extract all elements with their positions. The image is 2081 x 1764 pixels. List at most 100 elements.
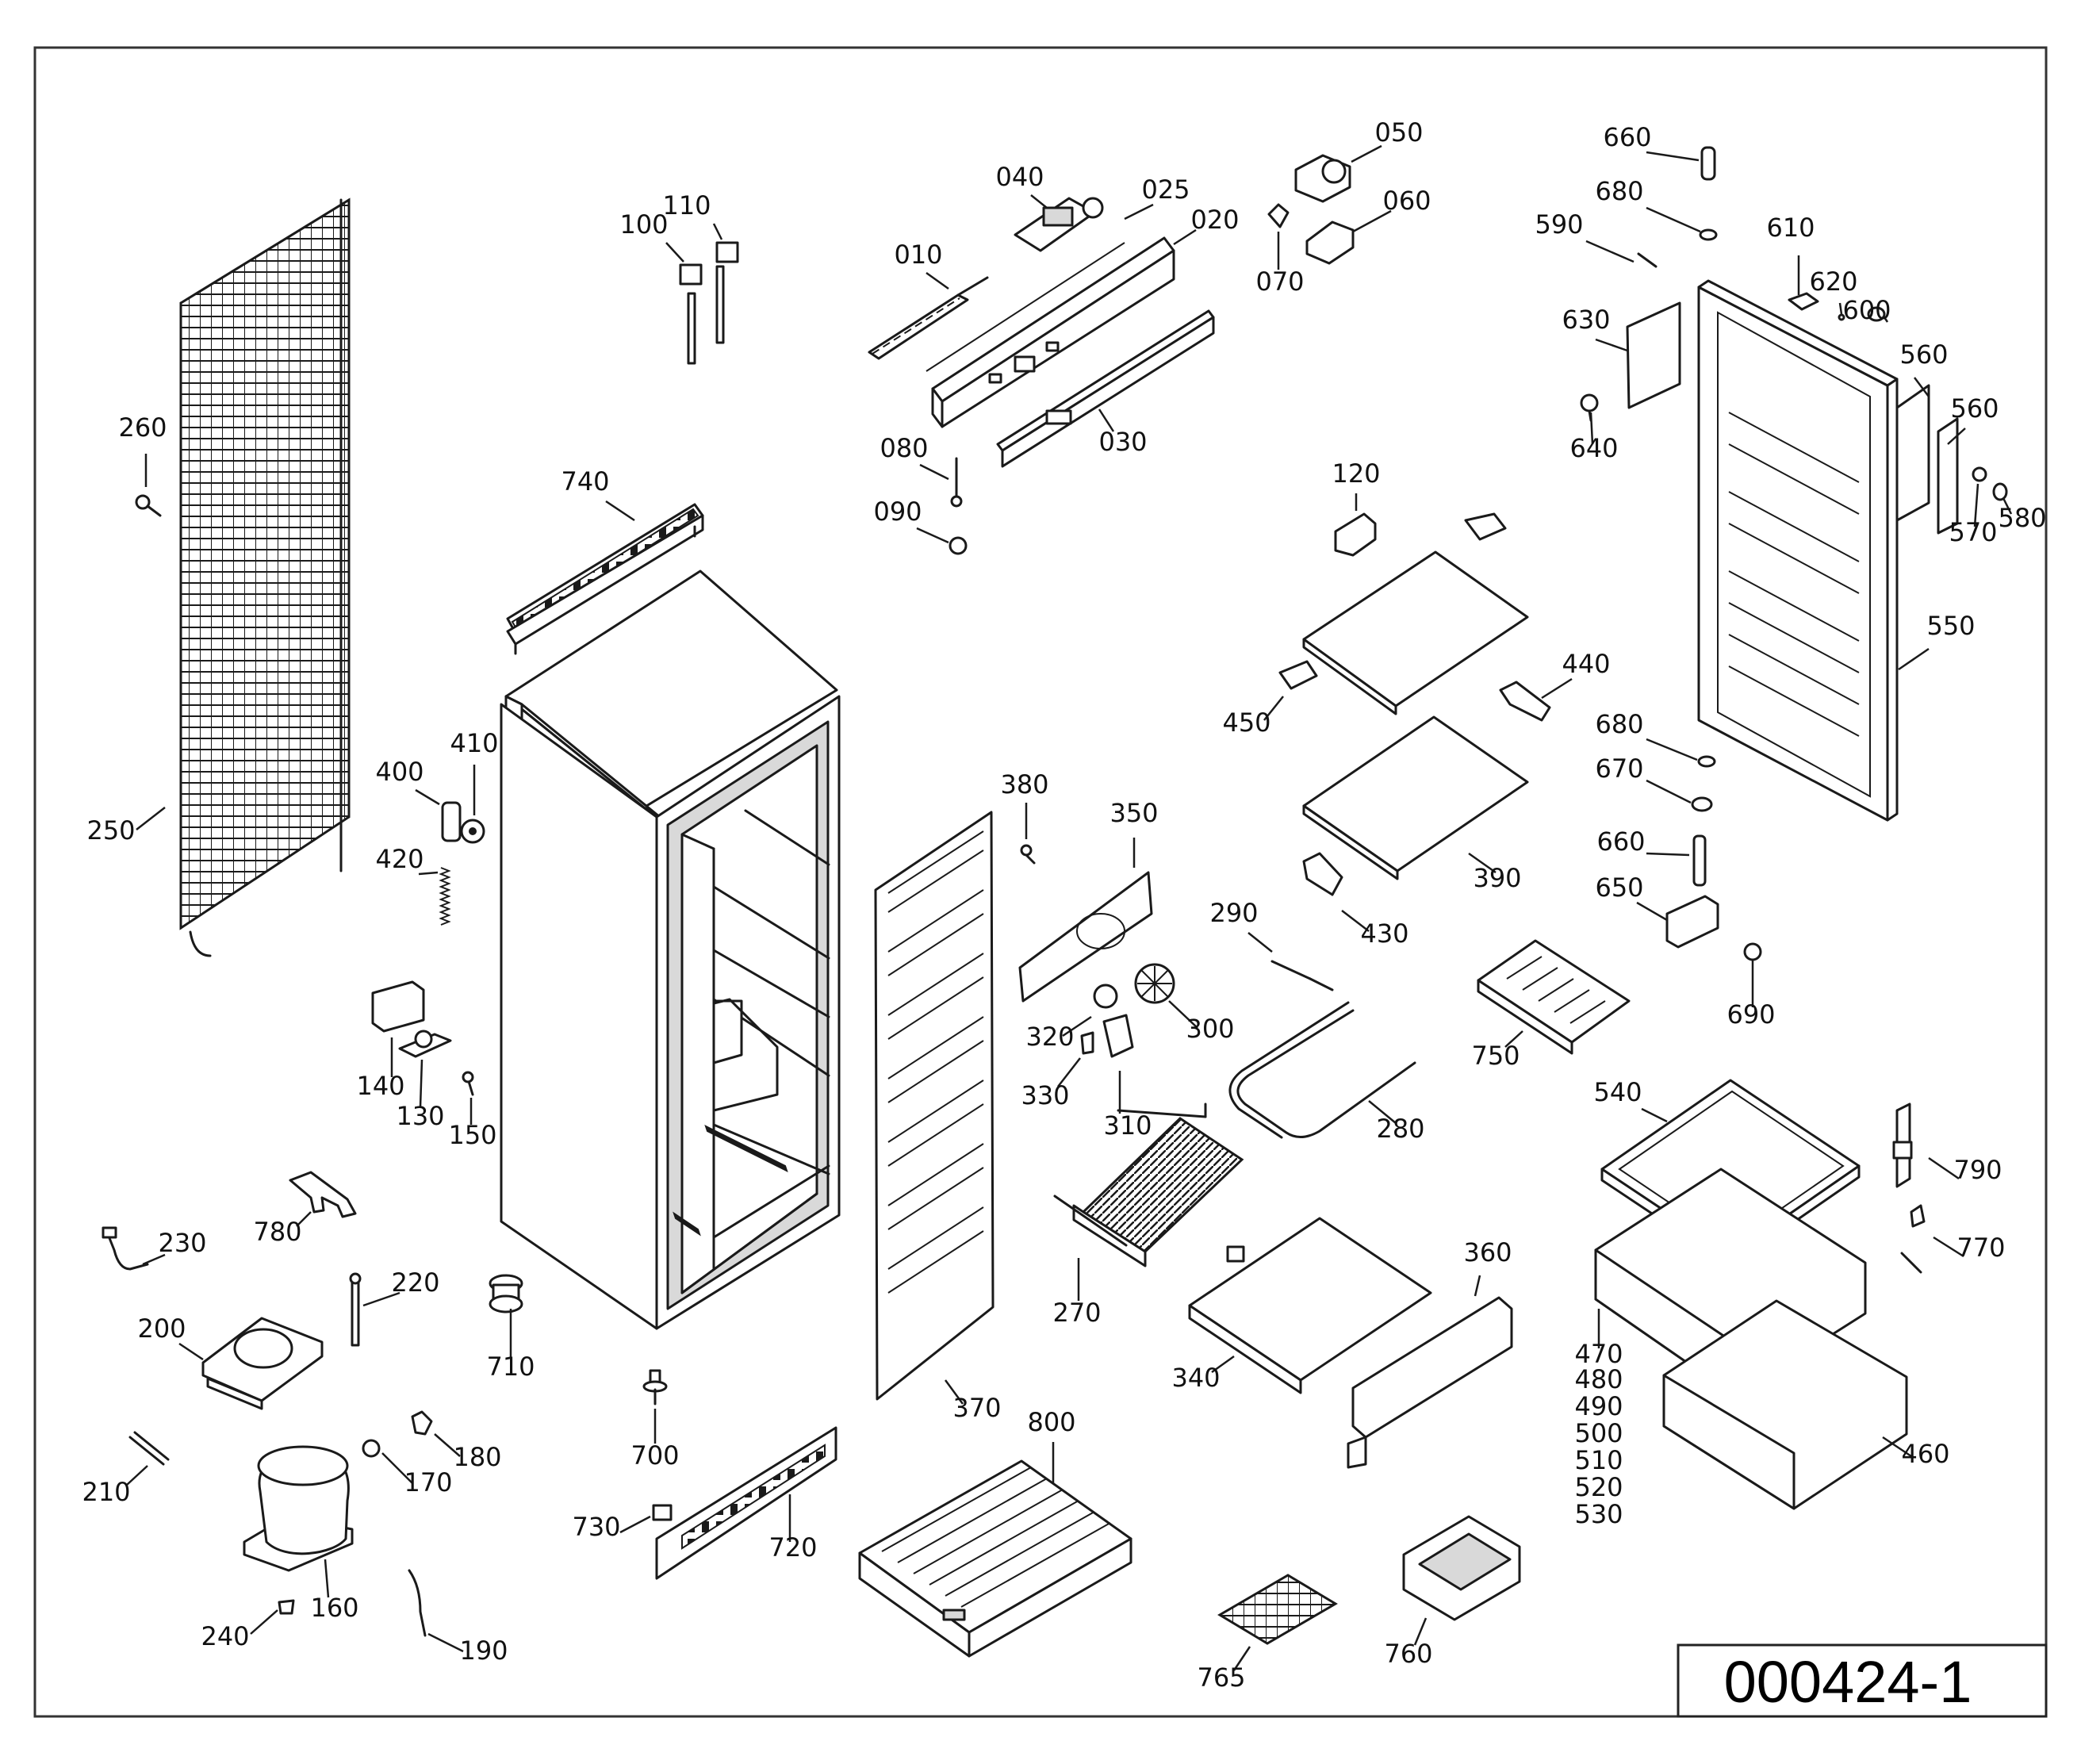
crisper-parts xyxy=(1594,1079,1926,1510)
callout-label-720: 720 xyxy=(768,1532,817,1563)
callout-label-470: 470 xyxy=(1574,1339,1623,1369)
callout-label-530: 530 xyxy=(1574,1499,1623,1529)
callout-leader-080 xyxy=(919,463,949,481)
condenser-part xyxy=(179,197,351,957)
screw-080-part xyxy=(949,457,968,555)
callout-label-310: 310 xyxy=(1103,1110,1152,1141)
callout-label-380: 380 xyxy=(1000,769,1048,800)
callout-leader-360 xyxy=(1474,1275,1481,1297)
callout-label-710: 710 xyxy=(486,1352,535,1382)
callout-label-100: 100 xyxy=(619,209,668,240)
callout-label-600: 600 xyxy=(1842,295,1891,325)
callout-leader-060 xyxy=(1352,209,1392,233)
callout-label-060: 060 xyxy=(1382,186,1431,216)
callout-label-080: 080 xyxy=(880,433,928,463)
callout-leader-650 xyxy=(1636,901,1668,922)
callout-leader-190 xyxy=(427,1632,464,1653)
callout-label-010: 010 xyxy=(894,240,942,270)
callout-label-130: 130 xyxy=(396,1101,444,1131)
callout-label-290: 290 xyxy=(1209,898,1258,928)
callout-label-620: 620 xyxy=(1809,267,1857,297)
callout-label-690: 690 xyxy=(1727,999,1775,1030)
top-vent-grille-part xyxy=(506,503,704,655)
door-hardware-parts xyxy=(1580,146,2008,961)
callout-label-240: 240 xyxy=(201,1621,249,1651)
callout-leader-370 xyxy=(944,1379,964,1405)
title-block: 000424-1 xyxy=(1677,1643,2048,1718)
callout-label-560: 560 xyxy=(1899,339,1948,370)
callout-label-450: 450 xyxy=(1222,708,1270,738)
callout-label-650: 650 xyxy=(1595,872,1643,903)
callout-label-320: 320 xyxy=(1025,1022,1074,1052)
callout-leader-020 xyxy=(1173,228,1197,246)
compressor-part xyxy=(128,1410,433,1637)
callout-label-680: 680 xyxy=(1595,176,1643,206)
callout-label-480: 480 xyxy=(1574,1364,1623,1394)
fan-assembly-parts xyxy=(1018,844,1175,1058)
callout-label-025: 025 xyxy=(1141,174,1190,205)
callout-label-560: 560 xyxy=(1950,393,1999,424)
callout-leader-040 xyxy=(1030,194,1048,209)
callout-leader-780 xyxy=(296,1211,312,1227)
callout-label-640: 640 xyxy=(1569,433,1618,463)
callout-label-370: 370 xyxy=(952,1393,1001,1423)
door-part xyxy=(1697,279,1899,822)
callout-leader-160 xyxy=(324,1559,330,1598)
callout-leader-560 xyxy=(1947,428,1966,445)
callout-leader-030 xyxy=(1098,408,1115,432)
callout-label-250: 250 xyxy=(86,815,135,846)
callout-leader-320 xyxy=(1062,1015,1092,1037)
callout-leader-230 xyxy=(142,1253,166,1266)
callout-leader-130 xyxy=(419,1059,423,1108)
callout-label-460: 460 xyxy=(1901,1439,1949,1469)
sensor-parts xyxy=(679,241,739,365)
callout-label-610: 610 xyxy=(1766,213,1815,243)
callout-label-490: 490 xyxy=(1574,1391,1623,1421)
callout-label-550: 550 xyxy=(1926,611,1975,641)
callout-label-420: 420 xyxy=(375,844,423,874)
callout-label-230: 230 xyxy=(158,1228,206,1258)
callout-leader-420 xyxy=(418,871,439,876)
drawing-number: 000424-1 xyxy=(1724,1649,1972,1715)
callout-leader-025 xyxy=(1124,203,1154,220)
ice-parts xyxy=(1217,1515,1521,1645)
shelf-parts xyxy=(1278,512,1551,896)
callout-label-340: 340 xyxy=(1171,1363,1220,1393)
callout-label-540: 540 xyxy=(1593,1077,1642,1107)
callout-label-510: 510 xyxy=(1574,1445,1623,1475)
callout-label-140: 140 xyxy=(356,1071,404,1101)
callout-leader-550 xyxy=(1898,647,1930,671)
callout-leader-770 xyxy=(1933,1236,1964,1258)
callout-labels: 0100200250300400500600700800901001101201… xyxy=(82,117,2046,1693)
callout-leader-090 xyxy=(916,527,949,544)
callout-label-300: 300 xyxy=(1186,1014,1234,1044)
callout-label-700: 700 xyxy=(630,1440,679,1471)
callout-leader-730 xyxy=(619,1515,651,1534)
compressor-accessories xyxy=(102,1171,523,1410)
callout-label-200: 200 xyxy=(137,1313,186,1344)
callout-label-040: 040 xyxy=(995,162,1044,192)
evaporator-part xyxy=(1053,1102,1244,1267)
cabinet-part xyxy=(500,569,841,1330)
callout-label-160: 160 xyxy=(310,1593,358,1623)
callout-label-020: 020 xyxy=(1190,205,1239,235)
callout-label-170: 170 xyxy=(404,1467,452,1497)
callout-label-730: 730 xyxy=(572,1512,620,1542)
callout-leader-580 xyxy=(2002,497,2013,515)
callout-label-360: 360 xyxy=(1463,1237,1512,1267)
callout-leader-450 xyxy=(1263,696,1284,721)
callout-label-330: 330 xyxy=(1021,1080,1069,1110)
callout-leader-100 xyxy=(665,242,684,263)
callout-label-680: 680 xyxy=(1595,709,1643,739)
cover-plates-parts xyxy=(1188,1217,1513,1469)
callout-label-190: 190 xyxy=(459,1636,508,1666)
callout-label-350: 350 xyxy=(1109,798,1158,828)
callout-leader-210 xyxy=(126,1465,148,1486)
callout-label-410: 410 xyxy=(450,728,498,758)
callout-leader-300 xyxy=(1168,1000,1198,1029)
callout-leader-240 xyxy=(250,1609,278,1635)
callout-label-590: 590 xyxy=(1535,209,1583,240)
callout-label-570: 570 xyxy=(1949,517,1997,547)
callout-label-500: 500 xyxy=(1574,1418,1623,1448)
